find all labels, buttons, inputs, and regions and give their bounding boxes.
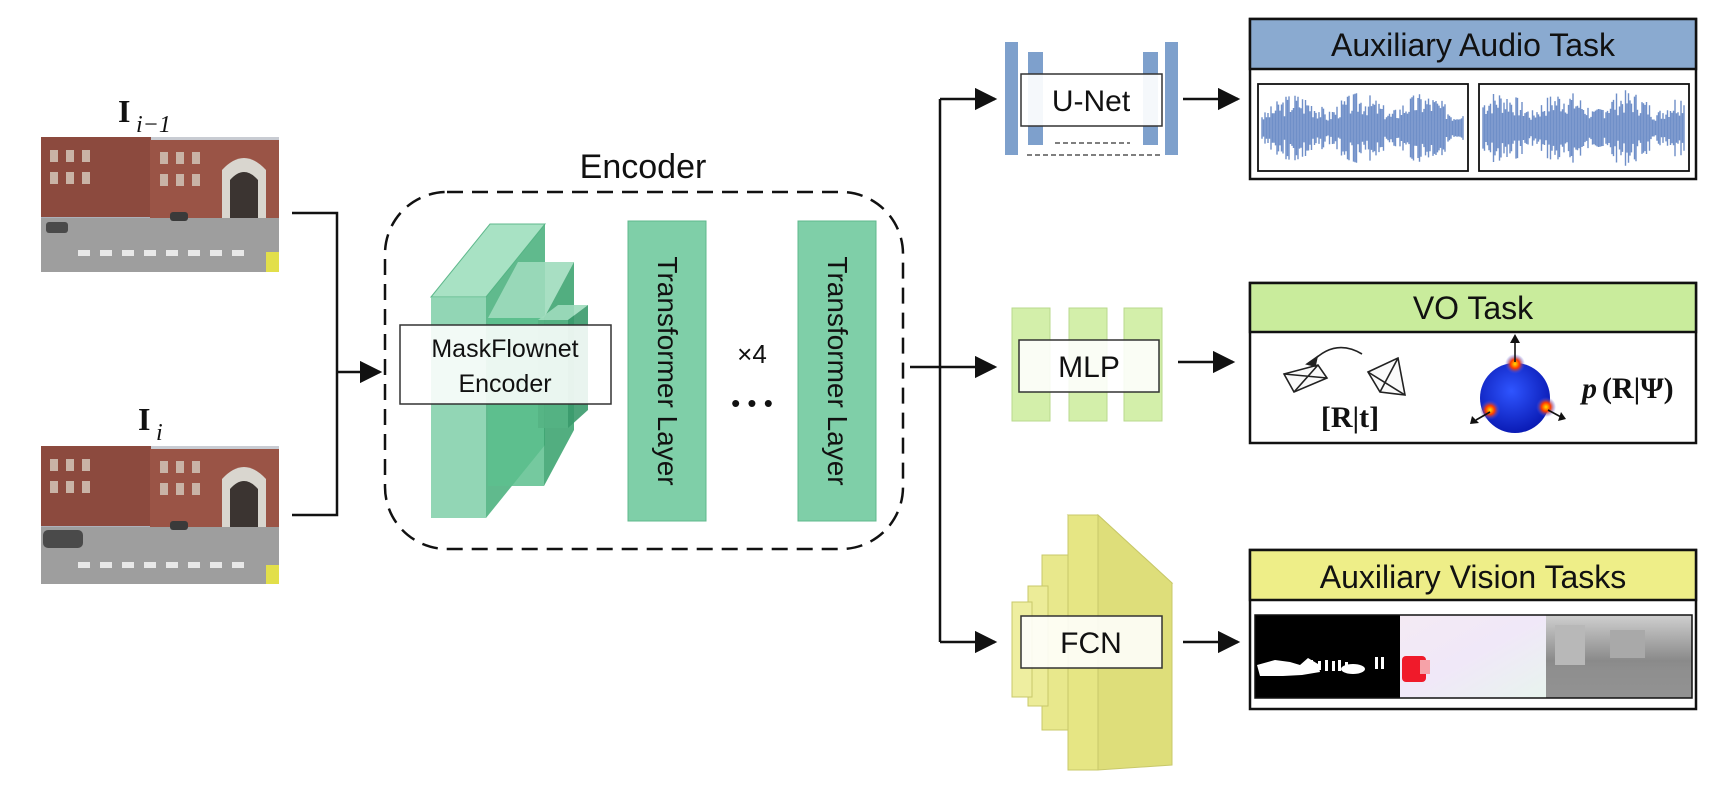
input-connector <box>292 211 383 517</box>
svg-text:Transformer Layer: Transformer Layer <box>652 256 683 485</box>
vo-task-panel <box>1248 281 1698 445</box>
distribution-args: (R|Ψ) <box>1602 372 1674 405</box>
fcn-label-box <box>1020 615 1163 669</box>
mlp-label: MLP <box>1058 351 1120 384</box>
ellipsis: • • • <box>731 388 773 418</box>
audio-waveform-1 <box>1261 93 1464 163</box>
encoder-boundary <box>383 190 905 551</box>
transformer-layer-2: Transformer Layer <box>797 220 877 522</box>
fcn-block <box>1011 513 1174 771</box>
frame-label-cur: I i <box>138 401 163 446</box>
maskflownet-encoder-label-line1: MaskFlownet <box>431 335 578 363</box>
audio-task-panel <box>1248 17 1698 181</box>
rotation-distribution-sphere-icon <box>1470 334 1566 433</box>
audio-waveform-2 <box>1482 90 1685 166</box>
depth-map-image <box>1546 615 1692 698</box>
vision-images-frame <box>1254 614 1693 699</box>
transformer-layer-1: Transformer Layer <box>627 220 707 522</box>
pose-label: [R|t] <box>1321 401 1379 434</box>
maskflownet-encoder-label-box <box>399 324 612 405</box>
svg-text:I: I <box>138 401 150 437</box>
unet-label: U-Net <box>1052 85 1131 118</box>
branch-connectors <box>910 87 1241 654</box>
frame-label-prev: I i−1 <box>118 93 171 138</box>
repeat-count: ×4 <box>737 339 767 369</box>
vision-task-title: Auxiliary Vision Tasks <box>1320 559 1627 595</box>
camera-pose-icon <box>1282 346 1406 396</box>
maskflownet-encoder-label-line2: Encoder <box>458 370 551 398</box>
encoder-title: Encoder <box>580 148 707 186</box>
svg-text:I: I <box>118 93 130 129</box>
optical-flow-image <box>1400 615 1546 698</box>
vo-task-title: VO Task <box>1413 290 1534 326</box>
svg-text:Transformer Layer: Transformer Layer <box>822 256 853 485</box>
svg-text:i: i <box>156 420 163 446</box>
mlp-label-box <box>1018 339 1160 393</box>
audio-task-title: Auxiliary Audio Task <box>1331 27 1616 63</box>
segmentation-mask-image <box>1255 615 1400 698</box>
frame-image-prev <box>41 137 279 272</box>
unet-label-box <box>1020 73 1163 127</box>
distribution-label: p <box>1579 372 1597 405</box>
frame-image-cur <box>41 446 279 584</box>
svg-text:i−1: i−1 <box>136 112 171 138</box>
fcn-label: FCN <box>1060 627 1122 660</box>
